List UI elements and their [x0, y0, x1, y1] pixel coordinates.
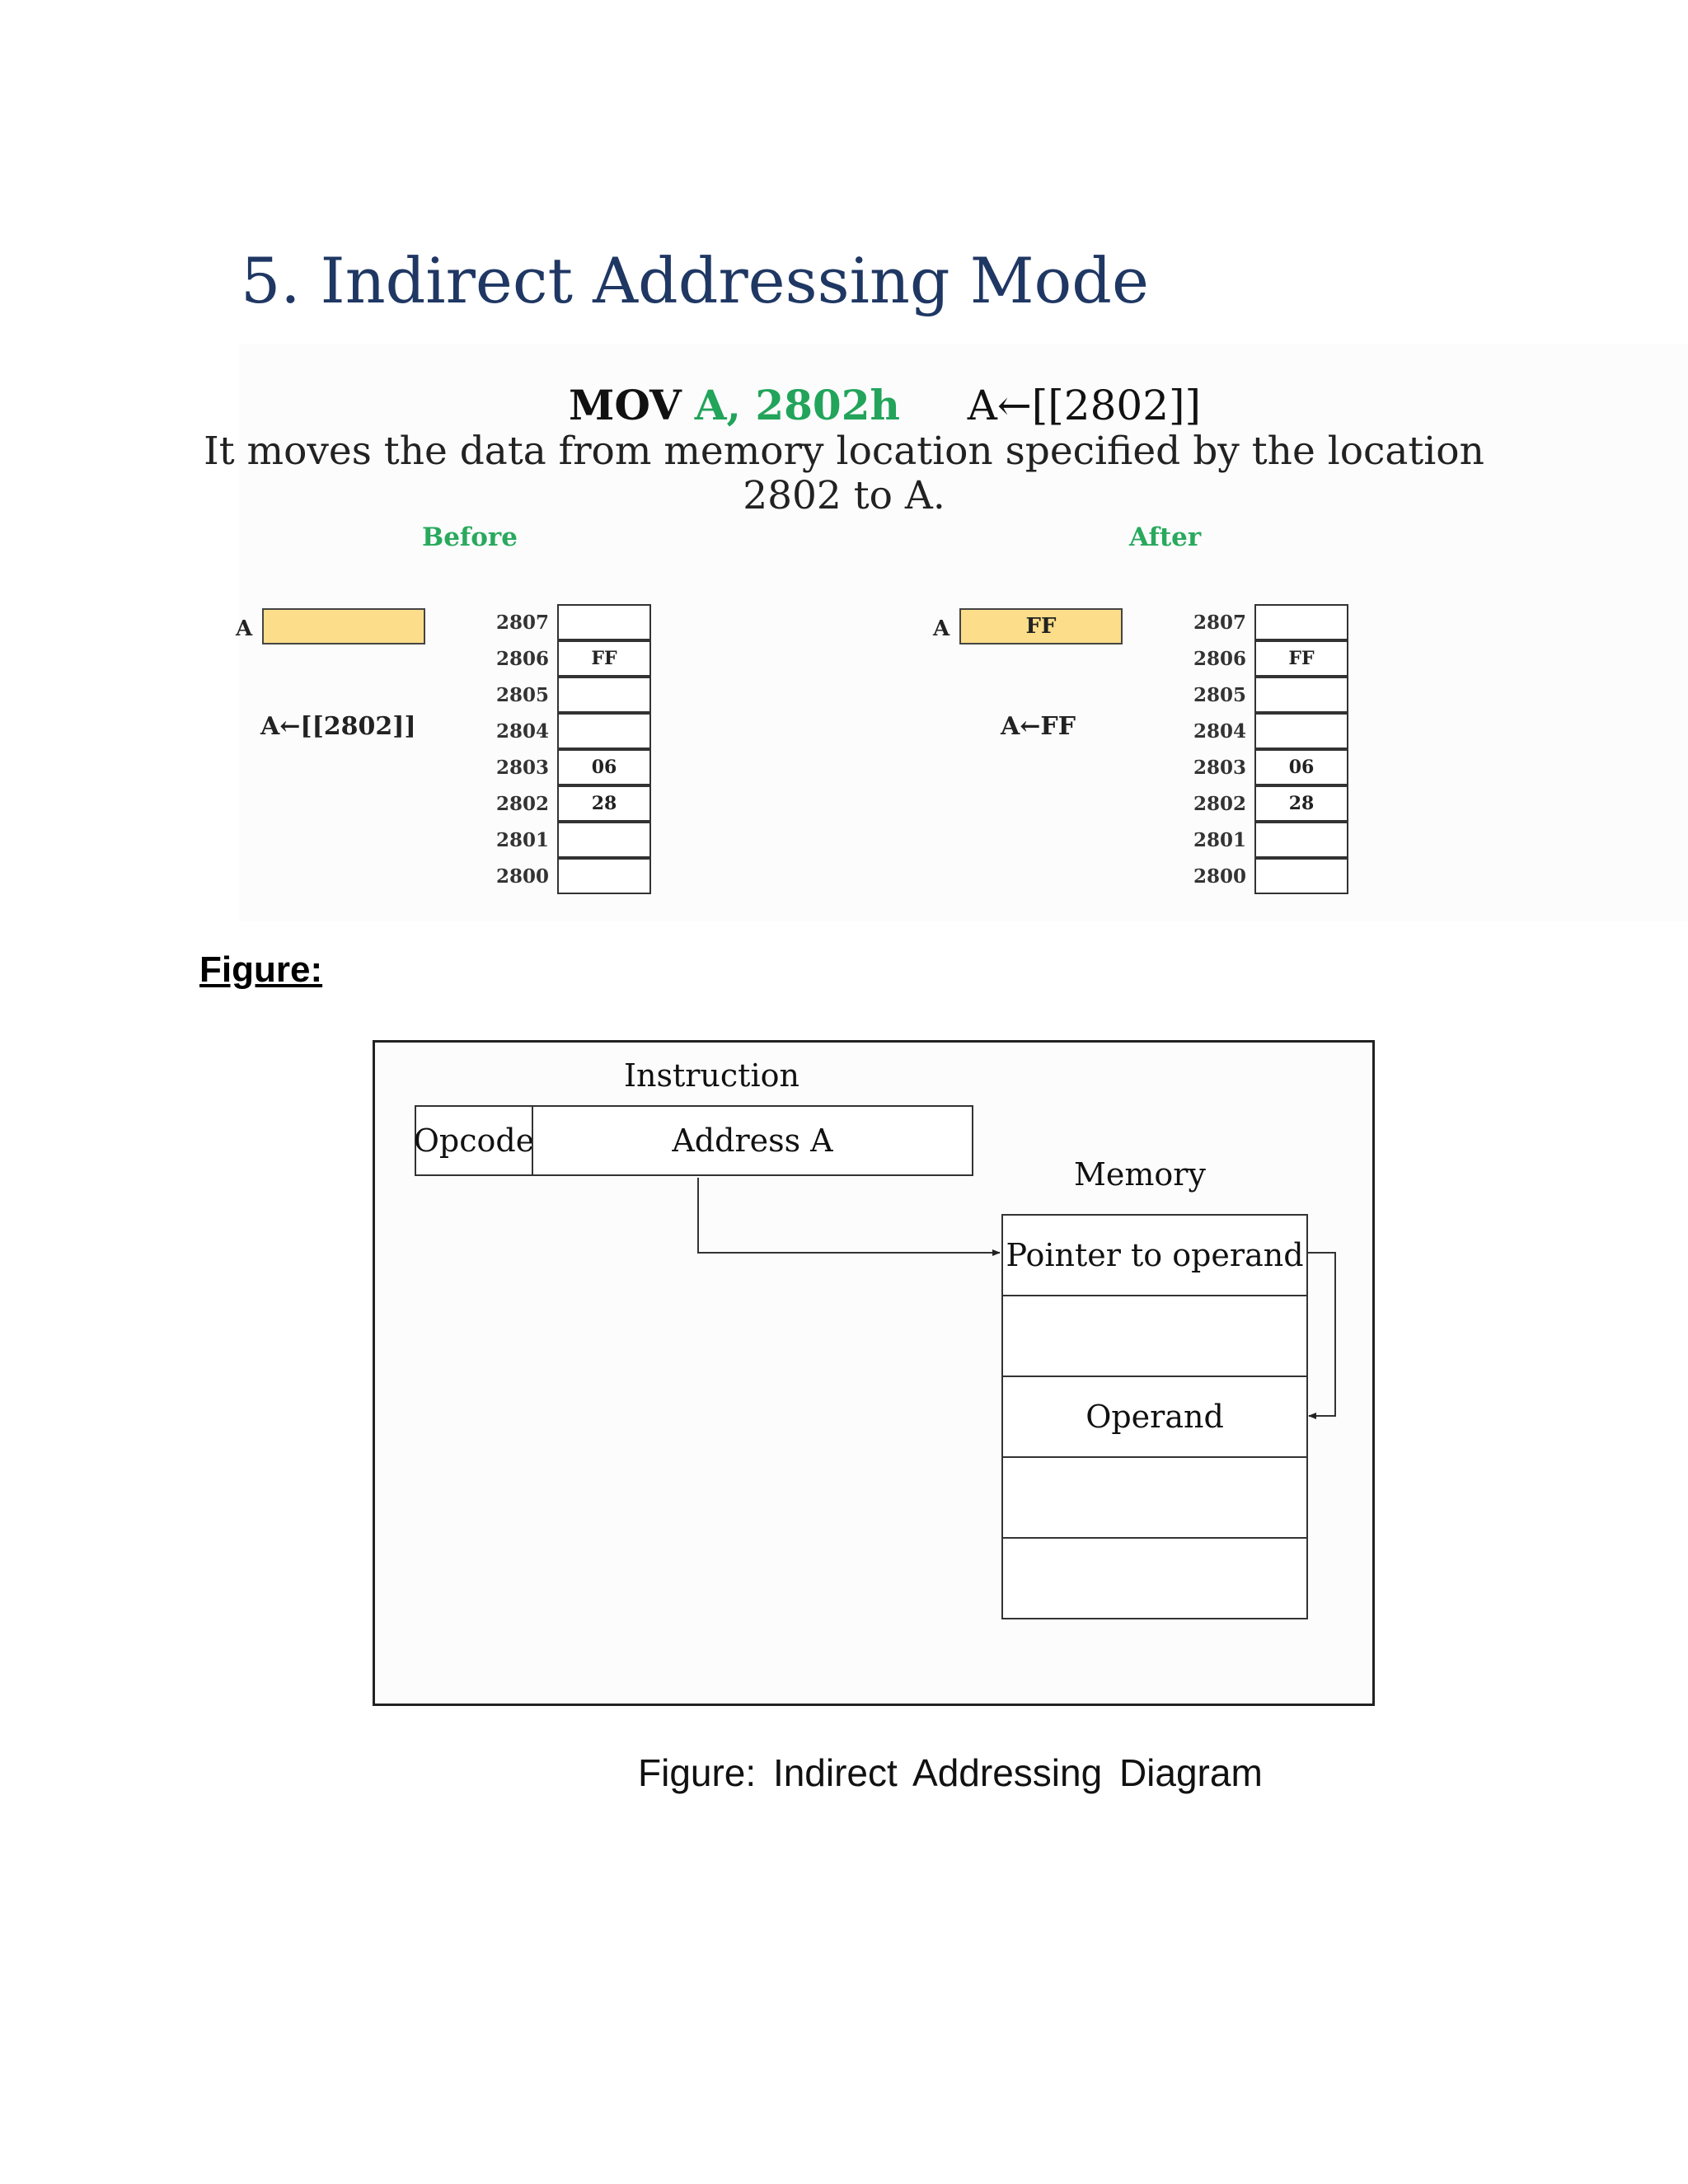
memory-cell: FF: [1254, 640, 1348, 677]
instruction-description-line1: It moves the data from memory location s…: [204, 429, 1484, 474]
memory-cell: FF: [557, 640, 651, 677]
memory-address: 2807: [1193, 612, 1247, 634]
after-register-a: FF: [959, 608, 1123, 644]
memory-address: 2805: [496, 684, 550, 706]
page-title: 5. Indirect Addressing Mode: [241, 244, 1149, 317]
memory-label: Memory: [1074, 1156, 1206, 1193]
memory-address: 2803: [1193, 757, 1247, 779]
memory-cell: 06: [1254, 749, 1348, 785]
before-label: Before: [422, 523, 518, 552]
memory-cell: 28: [557, 785, 651, 822]
address-to-pointer-arrow: [697, 1178, 1001, 1256]
instruction-operands: A, 2802h: [694, 381, 900, 429]
memory-address: 2803: [496, 757, 550, 779]
figure-caption: Figure: Indirect Addressing Diagram: [638, 1751, 1263, 1794]
memory-cell-empty: [1001, 1537, 1308, 1619]
before-operation: A←[[2802]]: [260, 712, 416, 741]
pointer-to-operand-arrow: [1308, 1252, 1336, 1419]
memory-address: 2800: [1193, 865, 1247, 888]
memory-cell: [557, 713, 651, 749]
memory-address: 2801: [1193, 829, 1247, 851]
instruction-mnemonic: MOV: [569, 381, 682, 429]
memory-cell: [1254, 604, 1348, 640]
memory-address: 2807: [496, 612, 550, 634]
memory-cell-empty: [1001, 1456, 1308, 1539]
instruction-rtl: A←[[2802]]: [967, 382, 1202, 429]
memory-address: 2806: [496, 648, 550, 670]
memory-cell-pointer: Pointer to operand: [1001, 1214, 1308, 1296]
opcode-field: Opcode: [414, 1105, 534, 1176]
instruction-description-line2: 2802 to A.: [743, 473, 945, 518]
memory-cell: 06: [557, 749, 651, 785]
after-operation: A←FF: [1001, 712, 1076, 741]
after-label: After: [1129, 523, 1202, 552]
after-register-name: A: [933, 616, 950, 641]
figure-heading: Figure:: [199, 949, 323, 990]
memory-address: 2802: [1193, 793, 1247, 815]
indirect-addressing-diagram: Instruction Opcode Address A Memory Poin…: [373, 1040, 1375, 1706]
memory-address: 2800: [496, 865, 550, 888]
memory-cell: [1254, 858, 1348, 894]
memory-cell: [557, 858, 651, 894]
memory-address: 2802: [496, 793, 550, 815]
instruction-label: Instruction: [624, 1057, 799, 1094]
memory-cell-operand: Operand: [1001, 1376, 1308, 1458]
memory-address: 2804: [1193, 720, 1247, 743]
memory-address: 2805: [1193, 684, 1247, 706]
before-register-name: A: [236, 616, 253, 641]
memory-cell: [1254, 677, 1348, 713]
memory-cell: [557, 604, 651, 640]
memory-address: 2806: [1193, 648, 1247, 670]
memory-cell: 28: [1254, 785, 1348, 822]
memory-address: 2804: [496, 720, 550, 743]
memory-cell: [557, 822, 651, 858]
address-field: Address A: [532, 1105, 973, 1176]
memory-cell: [1254, 822, 1348, 858]
memory-cell: [1254, 713, 1348, 749]
memory-cell: [557, 677, 651, 713]
before-register-a: [262, 608, 425, 644]
memory-cell-empty: [1001, 1295, 1308, 1377]
memory-address: 2801: [496, 829, 550, 851]
instruction-line: MOV A, 2802h A←[[2802]]: [569, 381, 1201, 429]
diagram-arrows: [697, 1178, 1336, 1419]
